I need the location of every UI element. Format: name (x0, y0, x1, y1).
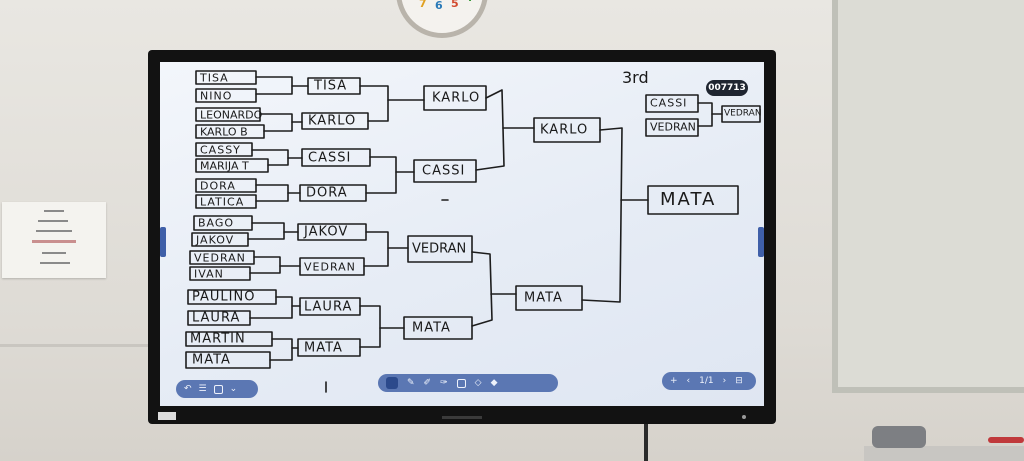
round1-entry: IVAN (194, 267, 224, 281)
round2-entry: JAKOV (304, 224, 349, 240)
round1-entry: BAGO (198, 216, 235, 230)
round1-entry: PAULINO (192, 289, 256, 305)
round2-entry: MATA (304, 340, 343, 356)
posted-paper-notice (2, 202, 106, 278)
wall-clock: 7 6 5 4 (396, 0, 488, 38)
tools-toolbar: ✎ ✐ ✑ ◇ ◆ (378, 374, 558, 392)
page-toolbar: + ‹ 1/1 › ⊟ (662, 372, 756, 390)
round1-entry: KARLO B (200, 125, 248, 139)
interactive-display: TISA NINO LEONARDO KARLO B CASSY MARIJA … (148, 50, 776, 424)
round1-entry: DORA (200, 179, 236, 193)
highlighter-icon[interactable]: ✑ (440, 377, 448, 388)
clock-digit: 6 (435, 0, 443, 12)
eraser-icon[interactable]: ◇ (474, 377, 482, 388)
shapes-icon[interactable] (456, 378, 466, 388)
wall-molding (0, 344, 160, 347)
round2-entry: LAURA (304, 299, 353, 315)
power-cable (644, 424, 648, 461)
round1-entry: JAKOV (196, 233, 235, 247)
third-place-entry: CASSI (650, 96, 688, 110)
left-edge-tab[interactable] (160, 227, 166, 257)
pointer-tool-icon[interactable] (386, 377, 398, 389)
semifinal-entry: KARLO (540, 122, 589, 138)
third-place-heading: 3rd (622, 68, 649, 87)
pen-icon[interactable]: ✎ (407, 377, 415, 388)
right-edge-tab[interactable] (758, 227, 764, 257)
page-counter: 1/1 (699, 375, 714, 386)
round1-entry: VEDRAN (194, 251, 246, 265)
round3-entry: MATA (412, 320, 451, 336)
shelf (864, 446, 1024, 461)
semifinal-entry: MATA (524, 290, 563, 306)
whiteboard (832, 0, 1024, 393)
undo-icon[interactable]: ↶ (184, 383, 192, 394)
round1-entry: LEONARDO (200, 108, 263, 122)
left-toolbar: ↶ ☰ ⌄ (176, 380, 258, 398)
third-place-entry: VEDRAN (650, 120, 696, 134)
round2-entry: DORA (306, 185, 348, 201)
round1-entry: MATA (192, 352, 231, 368)
prev-page-icon[interactable]: ‹ (686, 375, 691, 386)
grid-icon[interactable] (213, 384, 223, 394)
round2-entry: CASSI (308, 150, 352, 166)
round1-entry: MARIJA T (200, 159, 249, 173)
champion-name: MATA (660, 189, 717, 210)
round1-entry: NINO (200, 89, 233, 103)
clock-digit: 7 (419, 0, 427, 10)
display-screen: TISA NINO LEONARDO KARLO B CASSY MARIJA … (160, 62, 764, 406)
fill-icon[interactable]: ◆ (490, 377, 498, 388)
round1-entry: CASSY (200, 143, 241, 157)
bracket-lines (185, 70, 761, 393)
chevron-down-icon[interactable]: ⌄ (229, 383, 238, 394)
menu-icon[interactable]: ☰ (198, 383, 207, 394)
round1-entry: MARTIN (190, 331, 246, 347)
clock-digit: 4 (465, 0, 473, 4)
add-page-icon[interactable]: + (670, 375, 678, 386)
round3-entry: KARLO (432, 90, 481, 106)
tv-brand-mark (442, 416, 482, 419)
page-list-icon[interactable]: ⊟ (735, 375, 743, 386)
next-page-icon[interactable]: › (722, 375, 727, 386)
round2-entry: VEDRAN (304, 260, 356, 274)
round2-entry: TISA (314, 78, 348, 94)
round1-entry: LAURA (192, 310, 241, 326)
round2-entry: KARLO (308, 113, 357, 129)
speaker-device (872, 426, 926, 448)
round1-entry: TISA (200, 71, 229, 85)
round3-entry: CASSI (422, 163, 466, 179)
red-marker (988, 437, 1024, 443)
round3-entry: VEDRAN (412, 241, 467, 257)
round1-entry: LATICA (200, 195, 245, 209)
power-led (742, 415, 746, 419)
asset-sticker (158, 412, 176, 420)
brush-icon[interactable]: ✐ (423, 377, 432, 388)
clock-digit: 5 (451, 0, 459, 10)
third-place-winner: VEDRAN (724, 108, 762, 119)
session-code-badge: 007713 (706, 80, 748, 96)
